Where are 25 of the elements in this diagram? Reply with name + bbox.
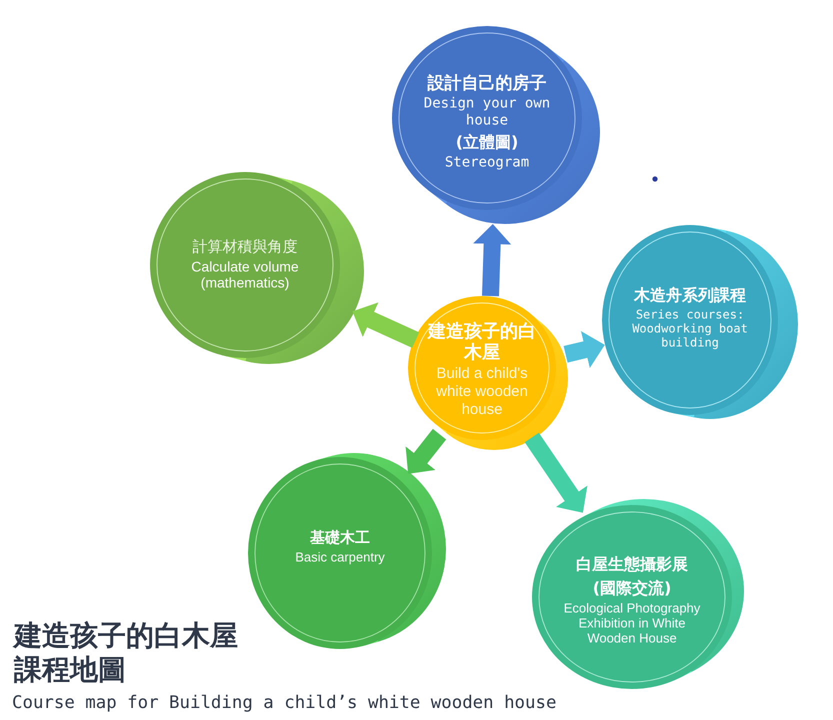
disc-label: Stereogram [444,154,530,171]
disc-title: 設計自己的房子 [428,73,546,94]
disc-node [392,26,600,224]
title: 建造孩子的白木屋課程地圖 [14,619,239,688]
disc-node [602,225,798,419]
disc-label: Design your own house [422,95,552,128]
disc-title: 計算材積與角度 [192,238,298,256]
disc-title: 基礎木工 [310,530,370,548]
disc-title: 白屋生態攝影展 [576,556,688,574]
disc-node [532,499,744,689]
disc-label: (國際交流) [592,580,672,598]
disc-title: 建造孩子的白木屋 [426,321,537,364]
subtitle: Course map for Building a child’s white wooden house [12,693,556,713]
block-arrow [564,331,607,368]
disc-label: Calculate volume (mathematics) [190,258,300,292]
disc-label: Series courses: Woodworking boat building [631,307,749,350]
disc-label: (立體圖) [456,133,518,152]
block-arrow [473,224,512,296]
disc-node [408,296,568,450]
disc-node [150,172,364,364]
disc-label: Basic carpentry [295,549,385,564]
disc-label: Ecological Photography Exhibition in White Wooden House [562,600,702,646]
disc-node [248,453,446,649]
disc-title: 木造舟系列課程 [634,286,746,306]
disc-label: Build a child's white wooden house [435,366,529,419]
